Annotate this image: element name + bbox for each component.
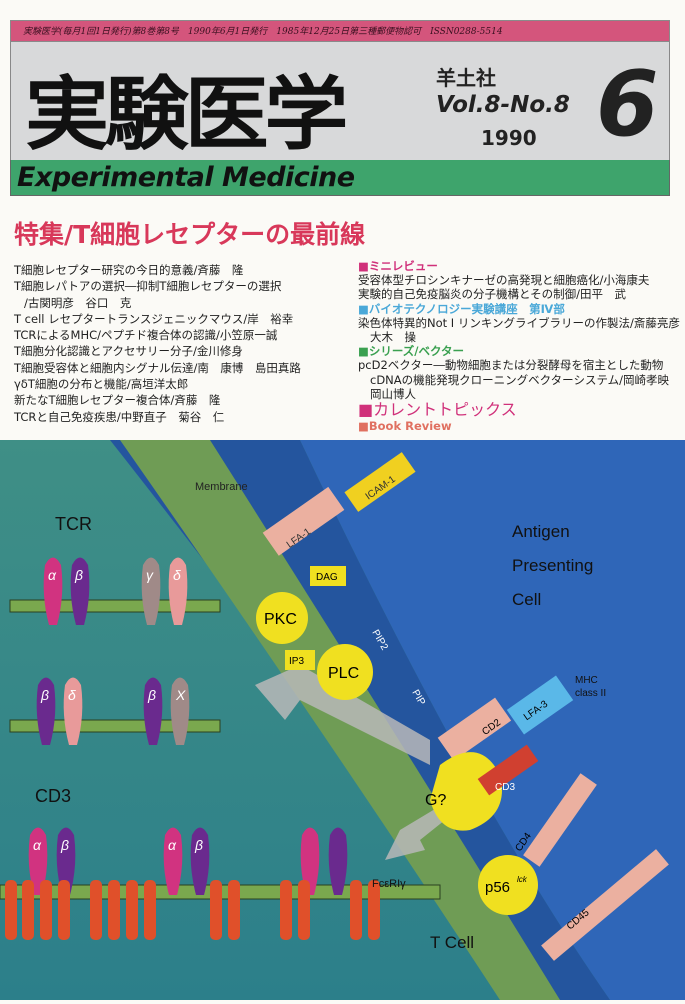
toc-item: 岡山博人 (370, 386, 416, 401)
svg-text:DAG: DAG (316, 572, 338, 583)
english-title-band: Experimental Medicine (10, 160, 670, 196)
section-series: シリーズ/ベクター (358, 344, 680, 358)
toc-item: 受容体型チロシンキナーゼの高発現と細胞癌化/小海康夫 (358, 273, 650, 288)
toc-item: TCRと自己免疫疾患/中野直子 菊谷 仁 (14, 409, 225, 424)
svg-text:γ: γ (146, 567, 154, 583)
svg-text:class II: class II (575, 688, 606, 699)
toc-item: 大木 操 (370, 330, 416, 345)
tcr-chains (28, 557, 348, 895)
svg-text:δ: δ (68, 687, 76, 703)
svg-text:PKC: PKC (264, 611, 297, 628)
svg-text:X: X (175, 687, 186, 703)
cd3-label: CD3 (35, 786, 71, 806)
volume: Vol.8-No.8 (436, 92, 570, 118)
svg-text:β: β (40, 687, 49, 703)
svg-text:β: β (74, 567, 83, 583)
issue-number: 6 (596, 52, 659, 157)
complex: LFA-3 CD2 G? CD3 CD4 p56 lck CD45 (425, 675, 669, 961)
toc-item: T細胞受容体と細胞内シグナル伝達/南 康博 島田真路 (14, 360, 301, 375)
signal-arrow (255, 665, 430, 765)
svg-text:β: β (60, 837, 69, 853)
toc-right: ミニレビュー 受容体型チロシンキナーゼの高発現と細胞癌化/小海康夫 実験的自己免… (358, 259, 680, 433)
svg-text:Antigen: Antigen (512, 522, 570, 541)
svg-text:p56: p56 (485, 879, 510, 896)
toc-item: 実験的自己免疫脳炎の分子機構とその制御/田平 武 (358, 287, 627, 302)
toc-item: TCRによるMHC/ペプチド複合体の認識/小笠原一誠 (14, 328, 278, 343)
year: 1990 (481, 126, 537, 150)
toc-item: T cell レセプタートランスジェニックマウス/岸 裕幸 (14, 311, 294, 326)
svg-text:IP3: IP3 (289, 656, 304, 667)
feature-title: 特集/T細胞レセプターの最前線 (14, 220, 366, 249)
svg-text:CD3: CD3 (495, 782, 515, 793)
membrane-label: Membrane (195, 481, 248, 493)
toc-item: pcD2ベクター―動物細胞または分裂酵母を宿主とした動物 (358, 358, 664, 373)
toc-item: T細胞レパトアの選択―抑制T細胞レセプターの選択 (14, 279, 282, 294)
svg-text:Presenting: Presenting (512, 556, 593, 575)
toc-item: T細胞レセプター研究の今日的意義/斉藤 隆 (14, 263, 244, 277)
svg-text:α: α (168, 837, 177, 853)
fc-label: FcεRIγ (372, 878, 406, 890)
svg-text:Cell: Cell (512, 590, 541, 609)
section-book-review: Book Review (358, 419, 680, 433)
svg-text:α: α (48, 567, 57, 583)
toc-item: 新たなT細胞レセプター複合体/斉藤 隆 (14, 393, 221, 408)
toc-left: T細胞レセプター研究の今日的意義/斉藤 隆 T細胞レパトアの選択―抑制T細胞レセ… (14, 262, 301, 425)
toc-item: /古関明彦 谷口 克 (24, 295, 132, 310)
section-biotech: バイオテクノロジー実験講座 第Ⅳ部 (358, 302, 680, 316)
apc-label: Antigen Presenting Cell (512, 522, 593, 609)
section-current-topics: カレントトピックス (358, 401, 680, 419)
svg-text:β: β (194, 837, 203, 853)
svg-text:δ: δ (173, 567, 181, 583)
tcell-label: T Cell (430, 933, 474, 952)
svg-text:lck: lck (517, 875, 528, 884)
svg-text:G?: G? (425, 792, 446, 809)
tcr-label: TCR (55, 514, 92, 534)
section-mini-review: ミニレビュー (358, 259, 680, 273)
title-en: Experimental Medicine (17, 162, 355, 193)
masthead: 実験医学 羊土社 Vol.8-No.8 1990 6 (10, 42, 670, 161)
svg-text:MHC: MHC (575, 675, 598, 686)
svg-text:α: α (33, 837, 42, 853)
toc-item: T細胞分化認識とアクセサリー分子/金川修身 (14, 344, 243, 359)
toc-item: 染色体特異的Not I リンキングライブラリーの作製法/斎藤亮彦 (358, 315, 680, 330)
svg-text:β: β (147, 687, 156, 703)
toc-item: cDNAの機能発現クローニングベクターシステム/岡崎孝映 (370, 372, 669, 387)
title-jp: 実験医学 (25, 68, 348, 161)
cd3-chains (5, 880, 380, 940)
publisher: 羊土社 (436, 66, 496, 90)
header-line: 実験医学(毎月1回1日発行)第8巻第8号 1990年6月1日発行 1985年12… (10, 20, 670, 42)
toc-item: γδT細胞の分布と機能/高垣洋太郎 (14, 377, 189, 392)
svg-text:PLC: PLC (328, 665, 359, 682)
